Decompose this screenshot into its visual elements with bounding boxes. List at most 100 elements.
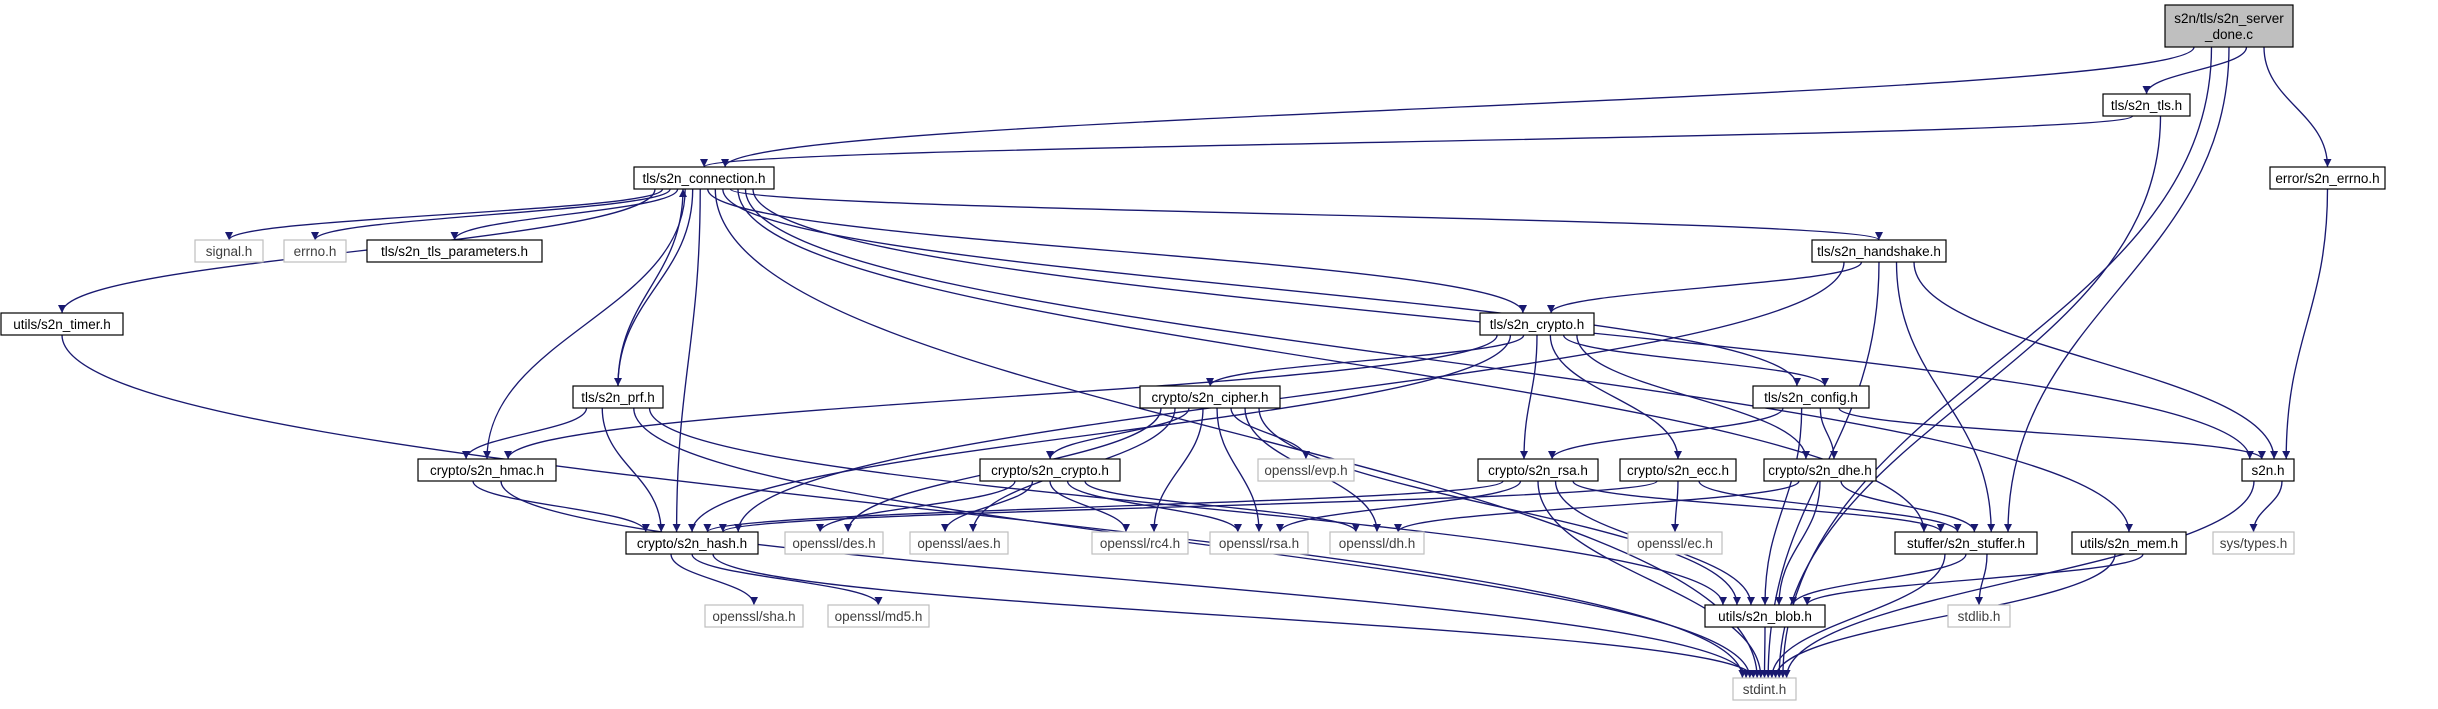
node-evp: openssl/evp.h [1257,458,1355,482]
edge-conn-to-hmac [483,188,686,460]
edge-s2n-to-stdint [1782,480,2255,679]
node-box-stdint [1732,677,1797,701]
edge-prf-to-hmac [462,407,588,460]
edge-root-to-errno_h [2263,46,2332,168]
node-ecc[interactable]: crypto/s2n_ecc.h [1619,458,1737,482]
edge-conn-to-mem [744,188,2133,533]
node-label-stdint: stdint.h [1743,682,1787,697]
edge-tls_tls-to-stdint [1775,115,2162,679]
node-label-signal: signal.h [206,244,253,259]
node-box-prf [572,385,664,409]
node-box-tlscrypto [1479,312,1595,336]
edge-conn-to-config [722,188,1801,387]
node-label-timer: utils/s2n_timer.h [13,317,111,332]
node-stdint: stdint.h [1732,677,1797,701]
node-handshake[interactable]: tls/s2n_handshake.h [1811,239,1947,263]
node-tls_tls[interactable]: tls/s2n_tls.h [2102,93,2191,117]
node-rsa[interactable]: crypto/s2n_rsa.h [1477,458,1599,482]
node-box-config [1752,385,1870,409]
node-config[interactable]: tls/s2n_config.h [1752,385,1870,409]
node-label-ec: openssl/ec.h [1637,536,1713,551]
edge-prf-to-stdint [633,407,1754,679]
node-box-evp [1257,458,1355,482]
edge-rsa-to-orsa [1276,480,1522,533]
node-errno_h[interactable]: error/s2n_errno.h [2269,166,2386,190]
node-orsa: openssl/rsa.h [1209,531,1309,555]
node-dhe[interactable]: crypto/s2n_dhe.h [1763,458,1877,482]
edge-config-to-dhe [1819,407,1838,460]
node-box-blob [1704,604,1826,628]
node-conn[interactable]: tls/s2n_connection.h [633,166,775,190]
edge-tls_tls-to-conn [700,115,2134,168]
edge-ccrypto-to-aes [941,480,1034,533]
edge-cipher-to-blob [1258,407,1741,606]
node-tlsparams[interactable]: tls/s2n_tls_parameters.h [366,239,543,263]
node-label-prf: tls/s2n_prf.h [581,390,655,405]
node-prf[interactable]: tls/s2n_prf.h [572,385,664,409]
edge-conn-to-hash [672,188,701,533]
edge-tlscrypto-to-ecc [1549,334,1682,460]
node-blob[interactable]: utils/s2n_blob.h [1704,604,1826,628]
node-des: openssl/des.h [784,531,884,555]
node-label-stdlib: stdlib.h [1958,609,2001,624]
node-label-systypes: sys/types.h [2220,536,2288,551]
edge-conn-to-signal [225,188,664,241]
node-label-des: openssl/des.h [792,536,875,551]
node-box-tlsparams [366,239,543,263]
node-ccrypto[interactable]: crypto/s2n_crypto.h [979,458,1121,482]
edge-cipher-to-orsa [1216,407,1263,533]
node-box-s2n [2241,458,2295,482]
node-label-rc4: openssl/rc4.h [1100,536,1180,551]
node-box-hmac [417,458,557,482]
edge-handshake-to-tlscrypto [1547,261,1863,314]
node-s2n[interactable]: s2n.h [2241,458,2295,482]
node-label-md5: openssl/md5.h [835,609,923,624]
node-label-ccrypto: crypto/s2n_crypto.h [991,463,1109,478]
edge-root-to-tls_tls [2142,46,2248,95]
edge-ccrypto-to-dh [1084,480,1360,533]
node-label-config: tls/s2n_config.h [1764,390,1858,405]
node-mem[interactable]: utils/s2n_mem.h [2071,531,2187,555]
node-label-ecc: crypto/s2n_ecc.h [1627,463,1729,478]
edge-tlscrypto-to-hash [688,334,1512,533]
edge-conn-to-handshake [729,188,1883,241]
edge-dhe-to-dh [1394,480,1800,533]
node-box-des [784,531,884,555]
node-label-blob: utils/s2n_blob.h [1718,609,1812,624]
node-box-cipher [1139,385,1281,409]
node-hash[interactable]: crypto/s2n_hash.h [625,531,759,555]
node-label-hmac: crypto/s2n_hmac.h [430,463,544,478]
node-box-root [2164,4,2294,48]
node-md5: openssl/md5.h [827,604,930,628]
edge-tlscrypto-to-dhe [1576,334,1810,460]
node-box-handshake [1811,239,1947,263]
node-dh: openssl/dh.h [1329,531,1425,555]
node-root[interactable]: s2n/tls/s2n_server_done.c [2164,4,2294,48]
node-box-ecc [1619,458,1737,482]
dependency-edges [58,46,2332,679]
node-label-s2n: s2n.h [2251,463,2284,478]
edge-errno_h-to-s2n [2282,188,2329,460]
node-label-sha: openssl/sha.h [712,609,795,624]
edge-tlscrypto-to-config [1562,334,1829,387]
edge-blob-to-stdint [1760,626,1769,679]
node-timer[interactable]: utils/s2n_timer.h [0,312,124,336]
node-hmac[interactable]: crypto/s2n_hmac.h [417,458,557,482]
edge-tlscrypto-to-hmac [504,334,1498,460]
node-box-systypes [2212,531,2295,555]
edge-conn-to-timer [58,188,656,314]
edge-stuffer-to-stdint [1767,553,1946,679]
edge-cipher-to-evp [1230,407,1310,460]
node-stuffer[interactable]: stuffer/s2n_stuffer.h [1894,531,2038,555]
edge-ccrypto-to-orsa [1066,480,1242,533]
node-label-dhe: crypto/s2n_dhe.h [1768,463,1872,478]
node-sha: openssl/sha.h [704,604,804,628]
edge-config-to-blob [1761,407,1803,606]
node-tlscrypto[interactable]: tls/s2n_crypto.h [1479,312,1595,336]
node-box-conn [633,166,775,190]
node-stdlib: stdlib.h [1947,604,2011,628]
node-label-root: _done.c [2204,27,2253,42]
edge-hash-to-md5 [691,553,883,606]
node-cipher[interactable]: crypto/s2n_cipher.h [1139,385,1281,409]
node-box-aes [909,531,1009,555]
